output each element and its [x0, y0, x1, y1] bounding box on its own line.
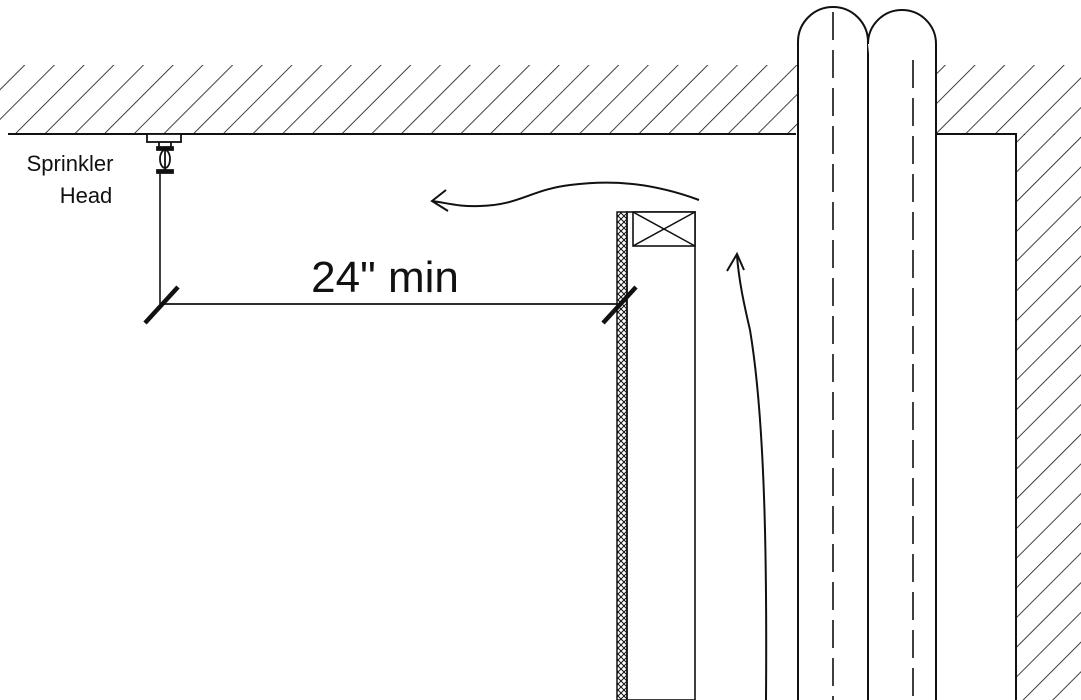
ceiling-hatch: [0, 65, 1081, 135]
sprinkler-label-line2: Head: [60, 183, 113, 208]
pipe-left: [797, 6, 869, 700]
sprinkler-label-line1: Sprinkler: [27, 151, 114, 176]
right-wall-hatch: [1016, 134, 1081, 700]
pipe-right: [867, 9, 937, 700]
sprinkler-head-icon: [146, 133, 182, 174]
dimension-label: 24" min: [311, 253, 459, 302]
airflow-arrow-up: [726, 251, 768, 700]
ceiling-outline: [8, 133, 1017, 700]
airflow-arrow-left: [430, 181, 700, 212]
wall-panel: [616, 211, 696, 700]
